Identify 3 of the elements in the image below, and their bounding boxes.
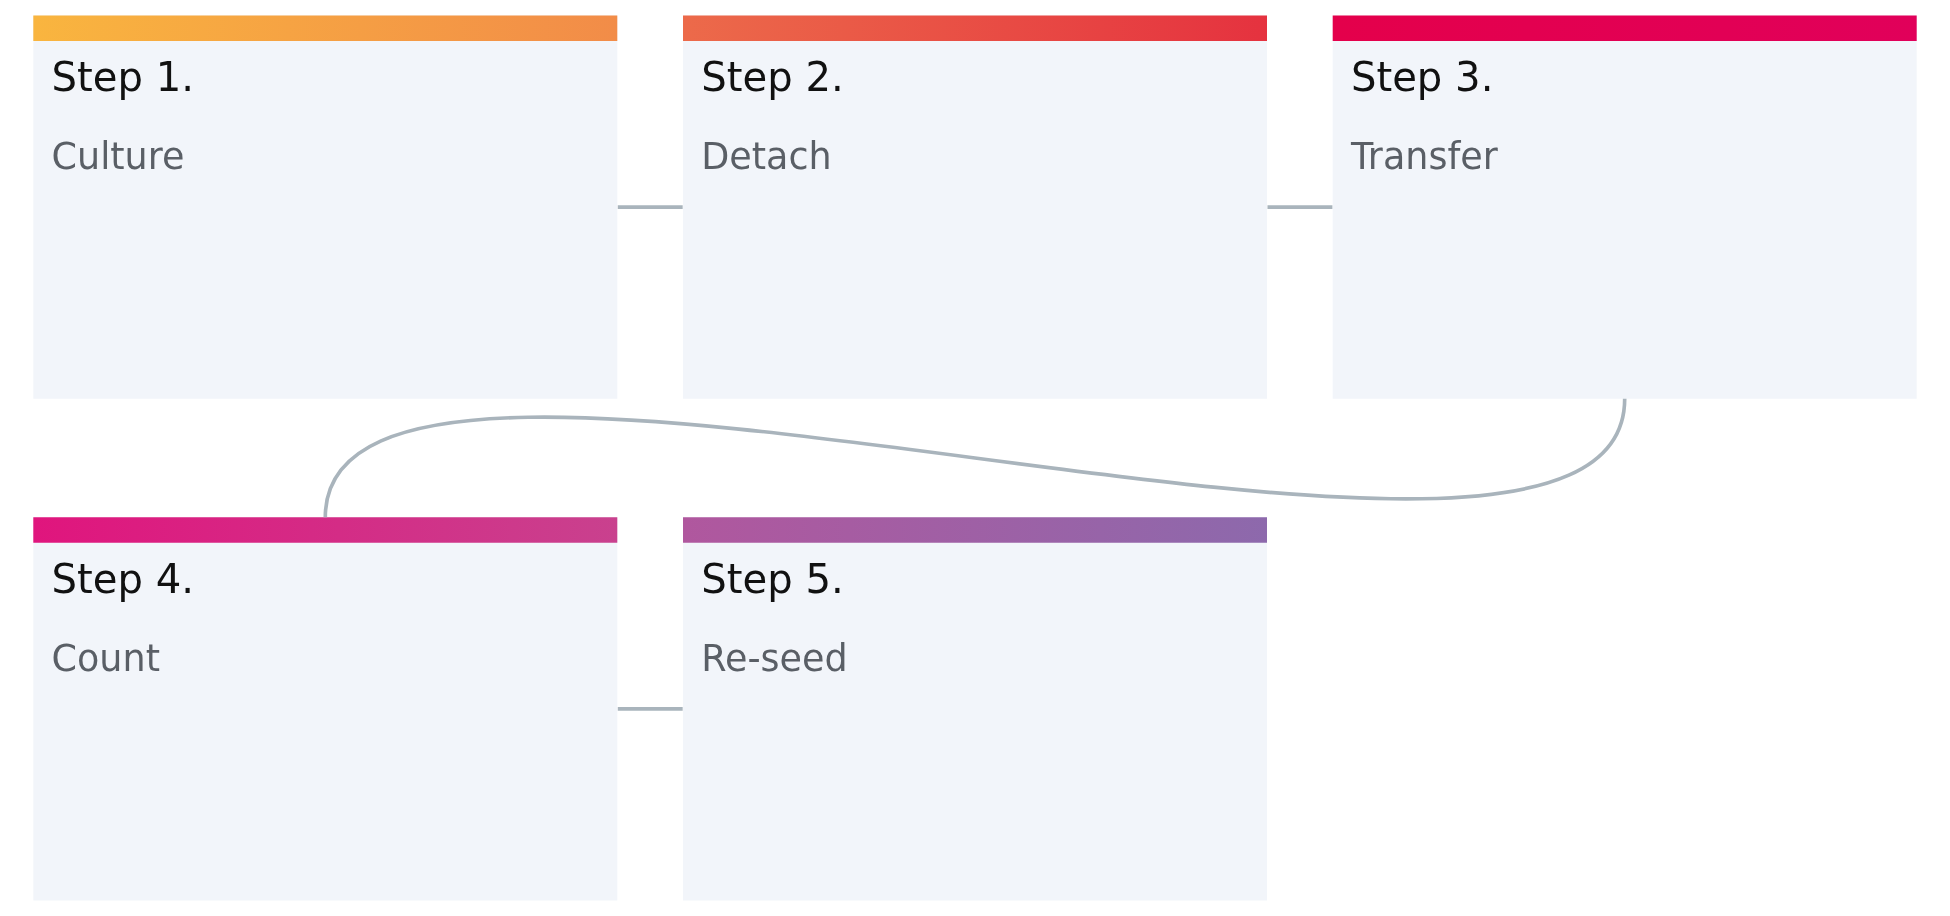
connector (617, 707, 683, 711)
connector (1267, 205, 1333, 209)
connector (617, 205, 683, 209)
